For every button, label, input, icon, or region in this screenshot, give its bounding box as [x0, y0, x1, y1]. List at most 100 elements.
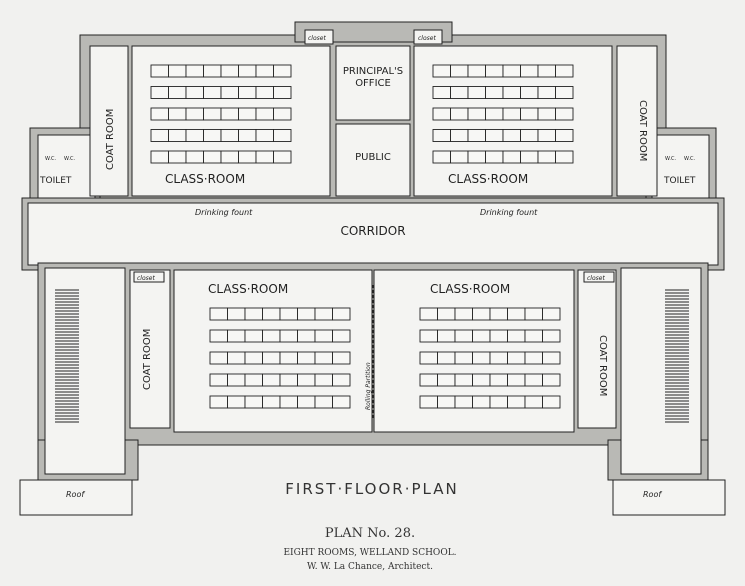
- desk: [542, 329, 561, 343]
- desk: [524, 373, 543, 387]
- desk: [489, 329, 508, 343]
- desk: [537, 129, 556, 142]
- desk: [227, 373, 246, 387]
- desk: [273, 64, 292, 78]
- desk: [220, 64, 239, 78]
- toilet-left: [37, 134, 96, 199]
- desk: [297, 351, 316, 365]
- desk: [437, 351, 456, 365]
- desk: [297, 395, 316, 409]
- desk: [450, 64, 469, 78]
- closet-right: [413, 29, 443, 45]
- desk: [203, 64, 222, 78]
- coat-room-bottom-right: [577, 269, 617, 429]
- coat-room-label: COAT ROOM: [637, 100, 648, 161]
- desk: [502, 107, 521, 121]
- desk: [419, 373, 438, 387]
- desk: [454, 373, 473, 387]
- desk: [520, 86, 539, 99]
- desk: [279, 307, 298, 321]
- desk: [507, 329, 526, 343]
- desk: [507, 351, 526, 365]
- desk: [432, 150, 451, 164]
- desk: [450, 107, 469, 121]
- desk: [203, 150, 222, 164]
- desk: [297, 329, 316, 343]
- desk: [472, 373, 491, 387]
- desk: [273, 86, 292, 99]
- desk: [255, 86, 274, 99]
- desk: [502, 129, 521, 142]
- desk: [489, 395, 508, 409]
- desk: [537, 107, 556, 121]
- desk: [485, 107, 504, 121]
- desk: [520, 129, 539, 142]
- desk: [227, 395, 246, 409]
- desk: [297, 373, 316, 387]
- desk: [450, 86, 469, 99]
- desk: [244, 351, 263, 365]
- center-bay-wall: [294, 21, 453, 43]
- closet-left: [304, 29, 334, 45]
- desk: [542, 351, 561, 365]
- rolling-partition-label: Rolling Partition: [365, 362, 372, 410]
- desk: [279, 373, 298, 387]
- principals-office: [335, 45, 411, 121]
- desk: [472, 351, 491, 365]
- desk: [432, 129, 451, 142]
- desk: [273, 150, 292, 164]
- desk: [262, 373, 281, 387]
- coat-room-bottom-left: [129, 269, 171, 429]
- desk: [332, 351, 351, 365]
- desk: [220, 86, 239, 99]
- desk: [255, 150, 274, 164]
- desk: [332, 395, 351, 409]
- desk: [332, 373, 351, 387]
- desk: [419, 329, 438, 343]
- desk: [168, 107, 187, 121]
- closet-label: closet: [587, 275, 605, 282]
- drinking-fount-label: Drinking fount: [480, 208, 538, 217]
- desk: [209, 329, 228, 343]
- desk: [297, 307, 316, 321]
- desk: [279, 395, 298, 409]
- desk: [168, 86, 187, 99]
- desk: [489, 373, 508, 387]
- desk: [454, 307, 473, 321]
- desk: [255, 107, 274, 121]
- desk: [419, 351, 438, 365]
- drinking-fount-label: Drinking fount: [195, 208, 253, 217]
- desk: [220, 129, 239, 142]
- coat-room-label: COAT ROOM: [597, 335, 608, 396]
- desk: [244, 395, 263, 409]
- desk: [203, 86, 222, 99]
- public-label: PUBLIC: [355, 152, 391, 163]
- desk: [244, 373, 263, 387]
- desk: [502, 86, 521, 99]
- wc-label: W.C.: [665, 156, 676, 162]
- plan-subtitle: EIGHT ROOMS, WELLAND SCHOOL.: [283, 548, 456, 558]
- toilet-label: TOILET: [663, 176, 696, 186]
- desk: [454, 351, 473, 365]
- desk: [150, 64, 169, 78]
- wc-label: W.C.: [684, 156, 695, 162]
- desk: [227, 307, 246, 321]
- desk: [279, 351, 298, 365]
- desk: [537, 86, 556, 99]
- desk: [467, 86, 486, 99]
- desk: [244, 329, 263, 343]
- desk: [185, 86, 204, 99]
- desk: [255, 64, 274, 78]
- toilet-label: TOILET: [39, 176, 72, 186]
- principals-office-label: OFFICE: [355, 78, 391, 89]
- desk: [542, 373, 561, 387]
- desk: [542, 395, 561, 409]
- desk: [489, 351, 508, 365]
- roof-left: [19, 479, 133, 516]
- class-room-label: CLASS·ROOM: [430, 282, 510, 296]
- desk: [209, 351, 228, 365]
- desk: [150, 129, 169, 142]
- desk: [542, 307, 561, 321]
- desk: [437, 329, 456, 343]
- desk: [472, 307, 491, 321]
